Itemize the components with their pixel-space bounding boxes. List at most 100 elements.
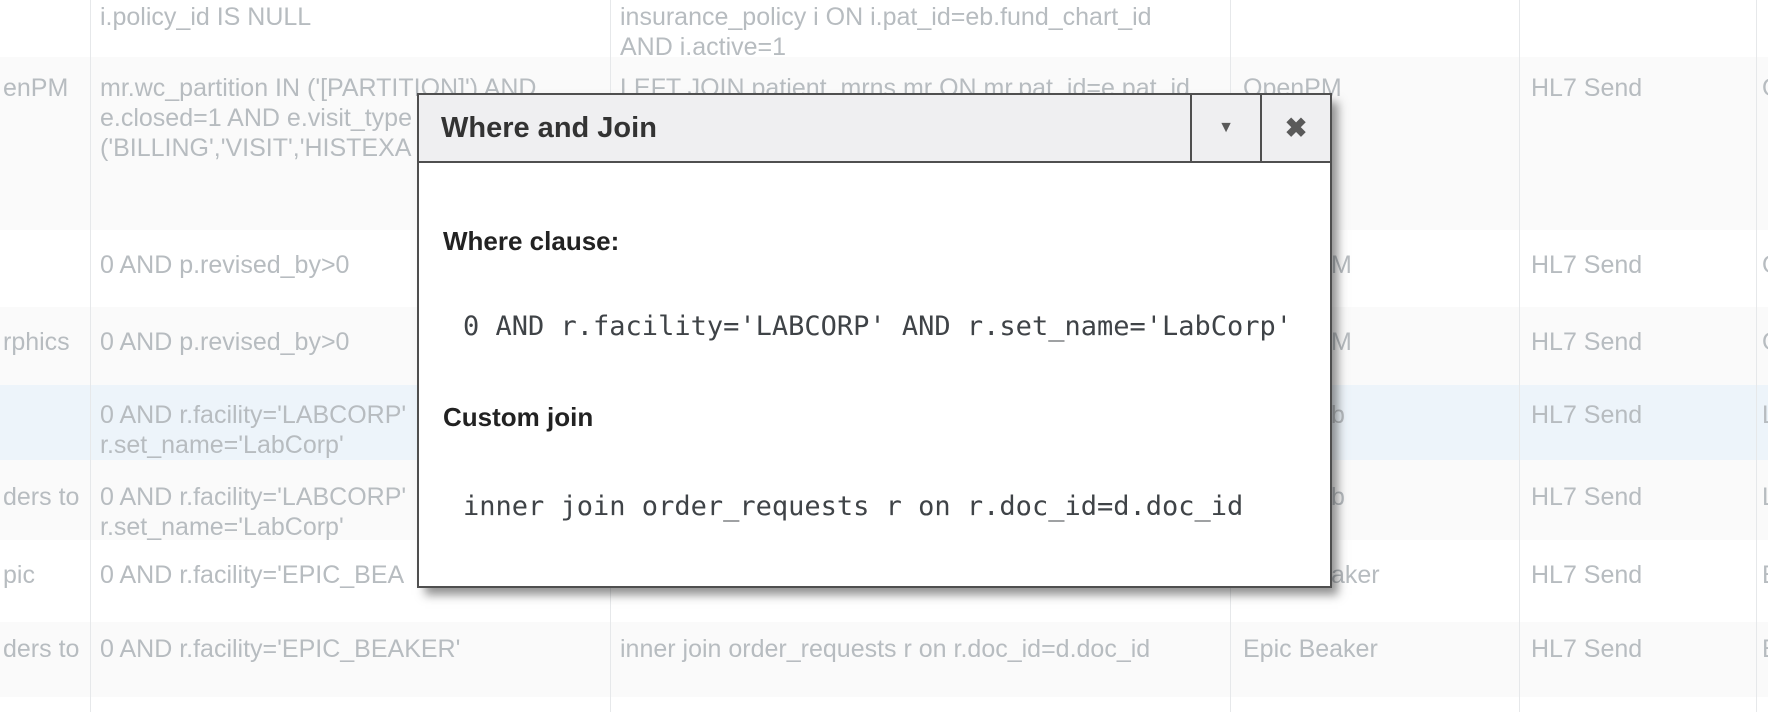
text-line: ders to	[3, 483, 80, 511]
cell-name: ders to	[0, 622, 91, 697]
text-line: 0 AND p.revised_by>0	[100, 251, 350, 279]
text-line: 0 AND r.facility='EPIC_BEA	[100, 561, 405, 589]
cell-name	[0, 385, 91, 460]
text-line: r.set_name='LabCorp'	[100, 431, 344, 459]
text-line: ders to	[3, 635, 80, 663]
cell-name	[0, 0, 91, 57]
cell-name	[0, 697, 91, 712]
text-line: E	[1762, 634, 1768, 664]
cell-where-clause: 0 AND p.revised_by>0	[91, 230, 611, 307]
dialog-header: Where and Join ▼ ✖	[419, 95, 1330, 163]
cell-where-clause: 0 AND r.facility='EPIC_BEA	[91, 540, 611, 622]
cell-where-clause: i.policy_id IS NULL	[91, 0, 611, 57]
text-line: ('BILLING','VISIT','HISTEXA	[100, 134, 412, 162]
cell-name: enPM	[0, 57, 91, 230]
where-clause-code: 0 AND r.facility='LABCORP' AND r.set_nam…	[463, 311, 1293, 342]
cell-extra: O	[1757, 307, 1768, 385]
custom-join-code: inner join order_requests r on r.doc_id=…	[463, 491, 1244, 522]
cell-extra: L	[1757, 460, 1768, 540]
text-line: inner join order_requests r on r.doc_id=…	[620, 635, 1151, 663]
collapse-button[interactable]: ▼	[1190, 95, 1260, 161]
text-line: HL7 Send	[1531, 483, 1643, 511]
dialog-title: Where and Join	[441, 112, 657, 144]
cell-name	[0, 230, 91, 307]
text-line: 0 AND r.facility='EPIC_BEAKER'	[100, 635, 461, 663]
text-line: HL7 Send	[1531, 328, 1643, 356]
cell-join-clause: insurance_policy i ON i.pat_id=eb.fund_c…	[611, 0, 1231, 57]
text-line: HL7 Send	[1531, 74, 1643, 102]
where-and-join-dialog: Where and Join ▼ ✖ Where clause: 0 AND r…	[417, 93, 1332, 588]
cell-send-type: HL7 Send	[1520, 622, 1757, 697]
text-line: O	[1762, 250, 1768, 280]
cell-send-type: HL7 Send	[1520, 57, 1757, 230]
cell-send-type	[1520, 0, 1757, 57]
cell-name: rphics	[0, 307, 91, 385]
cell-extra	[1757, 0, 1768, 57]
text-line: rphics	[3, 328, 70, 356]
cell-send-type: HL7 Send	[1520, 307, 1757, 385]
cell-extra: E	[1757, 540, 1768, 622]
text-line: i.policy_id IS NULL	[100, 3, 312, 31]
text-line: Epic Beaker	[1243, 635, 1378, 663]
text-line: M	[1331, 251, 1352, 279]
text-line: mr.wc_partition IN ('[PARTITION]') AND	[100, 74, 537, 102]
text-line: r.set_name='LabCorp'	[100, 513, 344, 540]
cell-system: b	[1231, 385, 1520, 460]
cell-send-type: HL7 Send	[1520, 460, 1757, 540]
table-row[interactable]: ders to 0 AND r.facility='EPIC_BEAKER' inn…	[0, 622, 1768, 697]
close-icon: ✖	[1284, 112, 1308, 143]
cell-send-type: HL7 Send	[1520, 385, 1757, 460]
cell-join-clause: inner join order_requests r on r.doc_id=…	[611, 622, 1231, 697]
cell-system: aker	[1231, 540, 1520, 622]
cell-where-clause: 0 AND r.facility='LABCORP'r.set_name='La…	[91, 460, 611, 540]
text-line: 0 AND p.revised_by>0	[100, 328, 350, 356]
triangle-down-icon: ▼	[1218, 119, 1234, 136]
cell-extra: L	[1757, 385, 1768, 460]
cell-system: M	[1231, 230, 1520, 307]
cell-send-type	[1520, 697, 1757, 712]
text-line: M	[1331, 328, 1352, 356]
text-line: L	[1762, 482, 1768, 512]
cell-send-type: HL7 Send	[1520, 540, 1757, 622]
table-row[interactable]: i.policy_id IS NULL insurance_policy i ON…	[0, 0, 1768, 57]
text-line: HL7 Send	[1531, 401, 1643, 429]
text-line: b	[1331, 483, 1345, 511]
cell-system: Epic Beaker	[1231, 622, 1520, 697]
cell-extra: O	[1757, 57, 1768, 230]
cell-extra	[1757, 697, 1768, 712]
text-line: L	[1762, 400, 1768, 430]
cell-extra: O	[1757, 230, 1768, 307]
text-line: aker	[1331, 561, 1380, 589]
dialog-body: Where clause: 0 AND r.facility='LABCORP'…	[419, 163, 1330, 523]
cell-where-clause: 0 AND r.facility='EPIC_BEAKER'	[91, 622, 611, 697]
text-line: enPM	[3, 74, 69, 102]
cell-system: b	[1231, 460, 1520, 540]
text-line: HL7 Send	[1531, 635, 1643, 663]
cell-where-clause	[91, 697, 611, 712]
text-line: e.closed=1 AND e.visit_type	[100, 104, 412, 132]
text-line: O	[1762, 327, 1768, 357]
text-line: b	[1331, 401, 1345, 429]
text-line: E	[1762, 560, 1768, 590]
cell-system	[1231, 697, 1520, 712]
text-line: insurance_policy i ON i.pat_id=eb.fund_c…	[620, 3, 1152, 31]
cell-join-clause	[611, 697, 1231, 712]
close-button[interactable]: ✖	[1260, 95, 1330, 161]
cell-name: pic	[0, 540, 91, 622]
text-line: 0 AND r.facility='LABCORP'	[100, 483, 407, 511]
cell-system: M	[1231, 307, 1520, 385]
text-line: HL7 Send	[1531, 561, 1643, 589]
text-line: pic	[3, 561, 35, 589]
table-row[interactable]	[0, 697, 1768, 712]
text-line: O	[1762, 73, 1768, 103]
text-line: HL7 Send	[1531, 251, 1643, 279]
text-line: AND i.active=1	[620, 33, 787, 57]
cell-send-type: HL7 Send	[1520, 230, 1757, 307]
text-line: 0 AND r.facility='LABCORP'	[100, 401, 407, 429]
cell-where-clause: 0 AND p.revised_by>0	[91, 307, 611, 385]
cell-name: ders to	[0, 460, 91, 540]
where-clause-label: Where clause:	[443, 226, 620, 256]
cell-extra: E	[1757, 622, 1768, 697]
